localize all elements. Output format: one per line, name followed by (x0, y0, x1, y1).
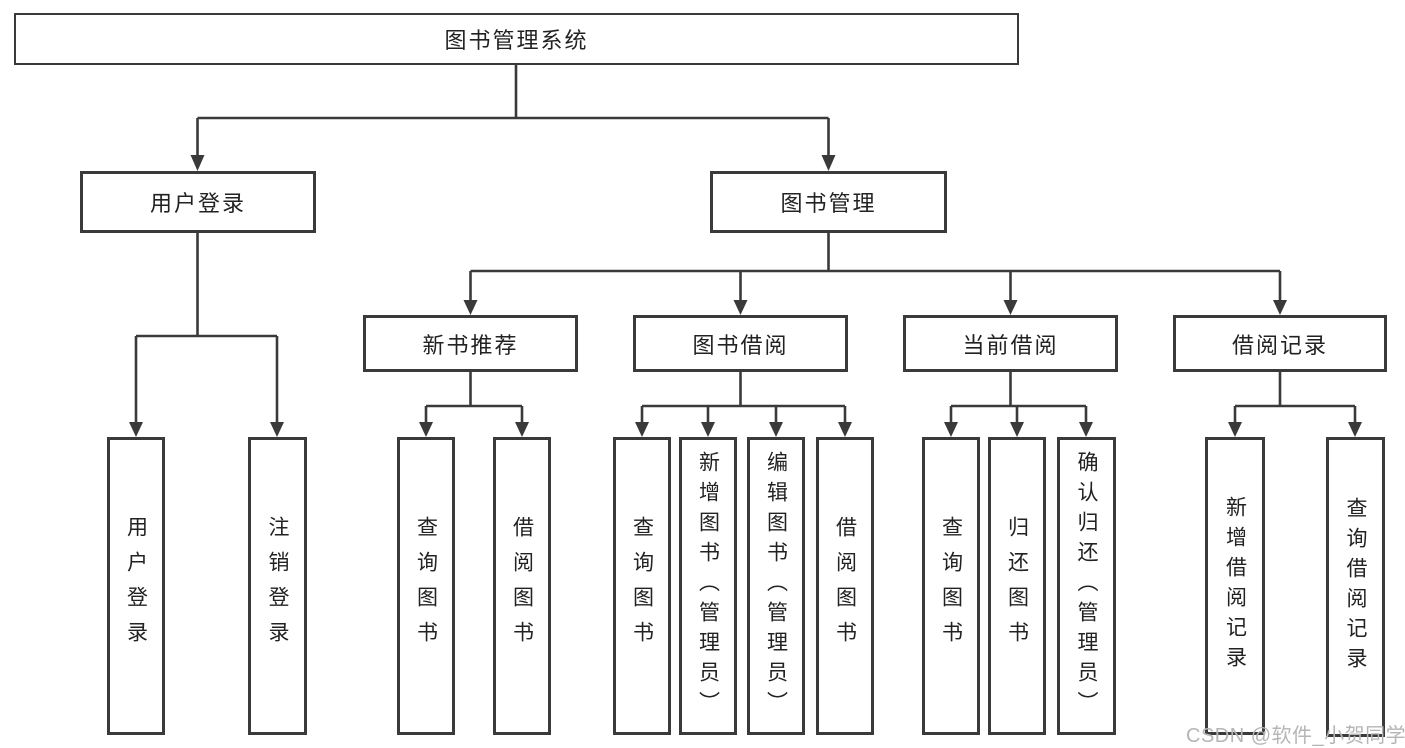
leaf-user-login: 用户登录 (107, 437, 165, 735)
node-book-management: 图书管理 (710, 171, 947, 233)
connector-records-to-leaves (1228, 372, 1362, 437)
node-borrow-records: 借阅记录 (1173, 315, 1387, 372)
leaf-query-books-borrow: 查询图书 (613, 437, 671, 735)
connector-current-to-leaves (944, 372, 1093, 437)
leaf-borrow-books: 借阅图书 (816, 437, 874, 735)
node-new-book-recommend: 新书推荐 (363, 315, 578, 372)
leaf-confirm-return-admin: 确认归还（管理员） (1057, 437, 1116, 735)
connector-recommend-to-leaves (419, 372, 529, 437)
node-current-borrow: 当前借阅 (903, 315, 1118, 372)
leaf-edit-book-admin: 编辑图书（管理员） (747, 437, 805, 735)
node-book-borrow: 图书借阅 (633, 315, 848, 372)
leaf-add-book-admin: 新增图书（管理员） (679, 437, 737, 735)
leaf-add-borrow-record: 新增借阅记录 (1205, 437, 1265, 735)
leaf-query-books-recommend: 查询图书 (397, 437, 455, 735)
leaf-query-books-current: 查询图书 (922, 437, 980, 735)
connector-root-to-level2 (190, 65, 836, 171)
leaf-borrow-books-recommend: 借阅图书 (493, 437, 551, 735)
csdn-watermark: CSDN @软件_小贺同学 (1186, 725, 1405, 747)
connector-book-management-to-level3 (463, 233, 1287, 315)
node-user-login: 用户登录 (80, 171, 316, 233)
leaf-logout: 注销登录 (248, 437, 307, 735)
leaf-query-borrow-record: 查询借阅记录 (1326, 437, 1385, 737)
leaf-return-books: 归还图书 (988, 437, 1046, 735)
node-root: 图书管理系统 (14, 13, 1019, 65)
connector-user-login-to-leaves (129, 233, 284, 437)
connector-borrow-to-leaves (635, 372, 852, 437)
